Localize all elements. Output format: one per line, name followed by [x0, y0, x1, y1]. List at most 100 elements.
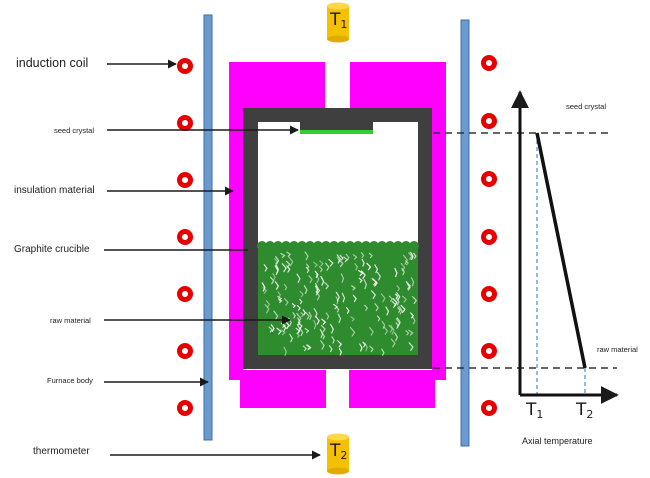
powder-grain: [321, 241, 331, 251]
powder-speckle: [299, 290, 304, 298]
powder-speckle: [330, 323, 334, 334]
powder-speckle: [305, 263, 310, 270]
powder-speckle: [320, 275, 325, 286]
powder-speckle: [335, 306, 340, 313]
powder-speckle: [276, 327, 282, 335]
powder-speckle: [284, 298, 289, 306]
powder-speckle: [275, 256, 280, 265]
powder-speckle: [337, 340, 342, 348]
powder-speckle: [345, 253, 350, 261]
raw-material-powder: [257, 241, 419, 356]
powder-speckle: [318, 266, 323, 273]
powder-speckle: [343, 256, 348, 263]
label-thermometer: thermometer: [33, 446, 90, 457]
powder-grain: [377, 241, 387, 251]
induction-coil-right: [481, 55, 497, 416]
powder-speckle: [274, 258, 278, 265]
powder-speckle: [303, 285, 308, 294]
powder-speckle: [328, 258, 334, 267]
thermometer-top: [327, 2, 349, 43]
powder-speckle: [261, 282, 266, 292]
pointer-arrows: [104, 59, 321, 460]
powder-speckle: [331, 336, 335, 344]
furnace-wall-left: [203, 14, 213, 441]
powder-speckle: [412, 316, 416, 325]
powder-speckle: [296, 312, 302, 323]
powder-speckle: [315, 315, 320, 325]
powder-grain: [313, 241, 323, 251]
powder-speckle: [397, 307, 401, 313]
powder-speckle: [313, 319, 317, 330]
powder-speckle: [401, 295, 408, 303]
powder-speckle: [321, 318, 327, 325]
powder-speckle: [361, 258, 365, 267]
powder-speckle: [308, 311, 312, 320]
powder-speckle: [313, 261, 319, 268]
plot-tick-t1: T1: [526, 400, 544, 421]
insulation-material: [229, 62, 446, 408]
powder-speckle: [296, 305, 301, 311]
powder-speckle: [277, 295, 283, 301]
powder-speckle: [338, 348, 343, 356]
label-seed-crystal: seed crystal: [54, 126, 95, 135]
powder-speckle: [315, 291, 321, 301]
powder-speckle: [286, 266, 291, 273]
powder-speckle: [410, 277, 415, 287]
seed-crystal: [300, 122, 373, 134]
thermometer-top-label: T1: [330, 10, 348, 31]
powder-grain: [345, 241, 355, 251]
powder-speckle: [354, 263, 359, 271]
powder-speckle: [395, 318, 401, 328]
powder-speckle: [408, 342, 414, 351]
powder-speckle: [408, 252, 413, 260]
powder-grain: [361, 241, 371, 251]
powder-speckle: [369, 345, 374, 353]
powder-grain: [353, 241, 363, 251]
powder-speckle: [336, 254, 342, 263]
powder-speckle: [296, 332, 301, 338]
powder-speckle: [292, 312, 296, 319]
powder-speckle: [282, 325, 287, 330]
powder-speckle: [285, 260, 291, 268]
powder-speckle: [363, 278, 368, 290]
powder-speckle: [333, 303, 339, 310]
powder-speckle: [274, 281, 280, 290]
powder-speckle: [285, 264, 291, 273]
powder-speckle: [341, 292, 346, 303]
powder-grain: [273, 241, 283, 251]
powder-grain: [297, 241, 307, 251]
powder-speckle: [325, 262, 330, 271]
powder-speckle: [390, 338, 396, 348]
powder-speckle: [359, 343, 363, 352]
powder-speckle: [263, 264, 268, 272]
powder-speckle: [270, 324, 275, 332]
plot-tick-t2: T2: [576, 400, 594, 421]
plot-label-raw-material: raw material: [597, 345, 638, 354]
powder-speckle: [319, 328, 324, 338]
powder-speckle: [408, 329, 414, 336]
powder-speckle: [350, 327, 356, 337]
powder-speckle: [268, 326, 273, 333]
powder-grain: [401, 241, 411, 251]
powder-speckle: [362, 341, 366, 348]
powder-grain: [393, 241, 403, 251]
powder-speckle: [405, 330, 410, 336]
induction-coil-left: [177, 58, 193, 416]
powder-speckle: [392, 298, 398, 307]
powder-speckle: [351, 285, 356, 291]
powder-speckle: [320, 325, 326, 333]
powder-speckle: [324, 282, 330, 290]
powder-speckle: [339, 254, 344, 261]
powder-speckle: [381, 348, 385, 356]
powder-speckle: [283, 283, 288, 291]
powder-speckle: [403, 254, 409, 265]
powder-speckle: [288, 256, 294, 267]
powder-speckle: [395, 293, 399, 299]
powder-speckle: [302, 309, 306, 316]
powder-speckle: [388, 324, 394, 333]
powder-speckle: [328, 345, 333, 353]
powder-speckle: [340, 273, 345, 283]
powder-speckle: [304, 328, 310, 334]
